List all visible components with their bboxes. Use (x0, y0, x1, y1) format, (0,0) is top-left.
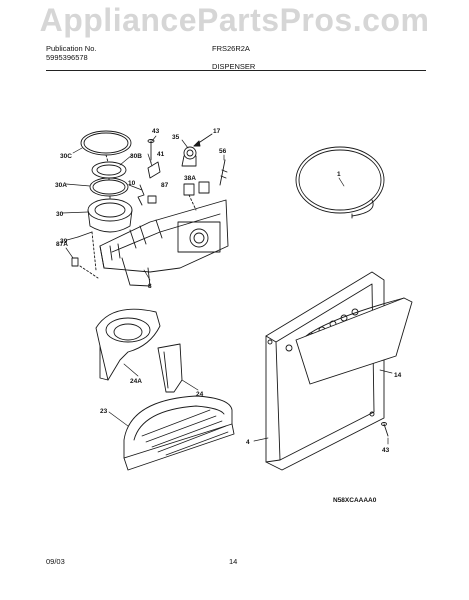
part-8-housing (99, 199, 229, 287)
part-35-solenoid (181, 146, 197, 167)
callout-43-top: 43 (152, 128, 160, 135)
part-56-screw (219, 159, 228, 186)
part-24a-funnel (95, 308, 161, 381)
footer-date: 09/03 (46, 557, 65, 566)
publication-label: Publication No. (46, 44, 97, 53)
header-rule (46, 70, 426, 71)
part-17-leader (193, 133, 213, 147)
part-24-lever (157, 343, 183, 393)
publication-number: 5995396578 (46, 53, 88, 62)
part-30-chute (87, 198, 133, 233)
part-10-spring (137, 184, 145, 206)
callout-17: 17 (213, 128, 221, 135)
part-30a-ring (89, 177, 129, 197)
dashed-leaders (79, 154, 197, 279)
callout-30c: 30C (60, 153, 72, 160)
watermark: AppliancePartsPros.com (39, 2, 430, 38)
callout-10: 10 (128, 180, 136, 187)
section-title: DISPENSER (212, 62, 256, 71)
part-43-screw-top (147, 139, 155, 159)
callout-43-bottom: 43 (382, 447, 390, 454)
callout-labels: 43 35 17 41 30C 30B 56 10 38A 87 30A 1 3… (55, 128, 402, 454)
callout-30: 30 (56, 211, 64, 218)
part-87-clip (147, 195, 157, 204)
part-1-water-tube (295, 146, 385, 219)
part-87a-clip (71, 257, 79, 267)
callout-14: 14 (394, 372, 402, 379)
model-number: FRS26R2A (212, 44, 250, 53)
part-14-overlay (295, 297, 413, 385)
callout-41: 41 (157, 151, 165, 158)
part-39-screw (77, 231, 93, 238)
callout-24a: 24A (130, 378, 142, 385)
callout-8: 8 (148, 283, 152, 290)
callout-38a: 38A (184, 175, 196, 182)
part-38a-switches (183, 181, 210, 196)
callout-24: 24 (196, 391, 204, 398)
callout-1: 1 (337, 171, 341, 178)
part-41-bracket (147, 161, 161, 179)
callout-23: 23 (100, 408, 108, 415)
callout-30b: 30B (130, 153, 142, 160)
callout-4: 4 (246, 439, 250, 446)
footer-page-number: 14 (229, 557, 238, 566)
part-23-drip-tray (123, 395, 235, 471)
callout-39: 39 (60, 238, 68, 245)
part-43-screw-bottom (381, 422, 389, 437)
callout-leaders (61, 135, 393, 445)
callout-87: 87 (161, 182, 169, 189)
callout-30a: 30A (55, 182, 67, 189)
part-30c-gasket-ring (80, 130, 132, 156)
callout-56: 56 (219, 148, 227, 155)
diagram-code: N58XCAAAA0 (333, 497, 377, 504)
callout-35: 35 (172, 134, 180, 141)
dispenser-frame (265, 271, 385, 471)
callout-87a: 87A (56, 241, 68, 248)
